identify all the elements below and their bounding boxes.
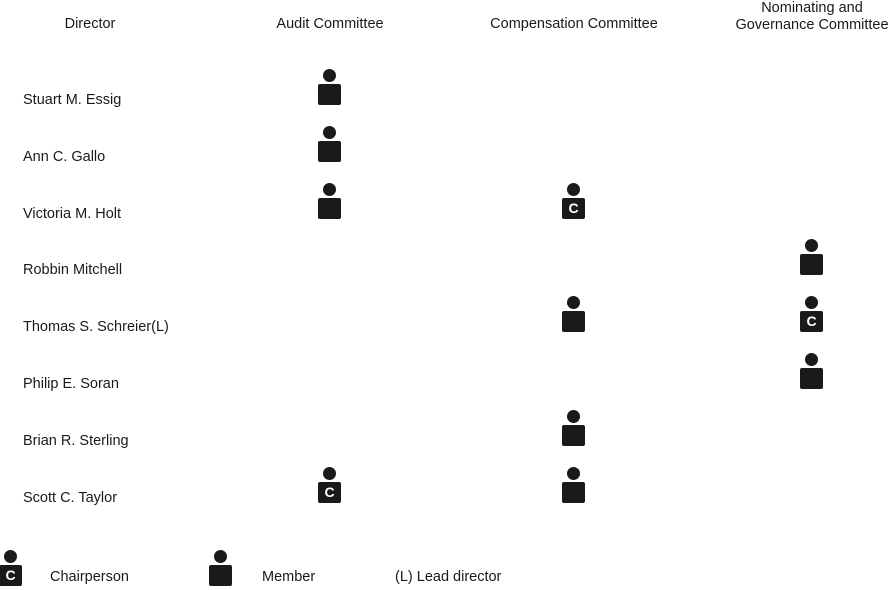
member-icon (317, 125, 343, 166)
person-head (805, 353, 818, 366)
director-row: Scott C. Taylor C (0, 466, 889, 523)
compensation-committee-cell (561, 296, 587, 336)
person-head (323, 182, 336, 196)
member-icon (317, 69, 343, 109)
member-icon (561, 409, 587, 450)
person-body (209, 565, 232, 586)
compensation-committee-cell (561, 466, 587, 507)
header-director: Director (64, 16, 116, 32)
compensation-committee-cell (561, 409, 587, 450)
header-nominating-line2: Governance Committee (735, 17, 889, 33)
legend-chairperson-label: Chairperson (50, 569, 129, 585)
person-body (562, 424, 585, 446)
audit-committee-cell (317, 125, 343, 166)
chair-letter: C (562, 197, 585, 219)
chairperson-icon: C (799, 296, 825, 336)
compensation-committee-cell: C (561, 182, 587, 223)
person-body (562, 311, 585, 333)
person-head (567, 409, 580, 423)
person-head (567, 466, 580, 480)
person-body (800, 254, 823, 276)
person-head (567, 182, 580, 196)
audit-committee-cell: C (317, 466, 343, 507)
director-name: Scott C. Taylor (23, 489, 118, 506)
person-body (318, 84, 341, 105)
director-row: Thomas S. Schreier(L) C (0, 296, 889, 352)
header-compensation-committee: Compensation Committee (490, 16, 658, 32)
director-row: Brian R. Sterling (0, 409, 889, 466)
nominating-committee-cell (799, 353, 825, 393)
director-name: Philip E. Soran (23, 376, 119, 392)
person-body (318, 197, 341, 219)
person-body (562, 481, 585, 503)
person-head (323, 466, 336, 480)
chairperson-icon: C (0, 550, 24, 590)
nominating-committee-cell: C (799, 296, 825, 336)
header-nominating-governance-committee: Nominating and Governance Committee (722, 0, 889, 34)
person-body (318, 140, 341, 162)
director-row: Philip E. Soran (0, 353, 889, 409)
chair-letter: C (0, 565, 22, 586)
legend-lead-director-label: (L) Lead director (395, 569, 502, 585)
director-row: Ann C. Gallo (0, 125, 889, 182)
person-body (800, 368, 823, 389)
chair-letter: C (318, 481, 341, 503)
director-name: Brian R. Sterling (23, 432, 129, 449)
member-icon (561, 466, 587, 507)
legend: C Chairperson Member (L) Lead director (0, 550, 889, 590)
person-head (567, 296, 580, 310)
director-row: Victoria M. Holt C (0, 182, 889, 239)
member-icon (208, 550, 234, 590)
header-nominating-line1: Nominating and (761, 0, 863, 16)
director-row: Stuart M. Essig (0, 69, 889, 125)
director-name: Thomas S. Schreier(L) (23, 319, 169, 336)
audit-committee-cell (317, 69, 343, 109)
audit-committee-cell (317, 182, 343, 223)
director-name: Robbin Mitchell (23, 262, 123, 279)
director-name: Victoria M. Holt (23, 205, 122, 222)
person-head (805, 296, 818, 310)
member-icon (799, 239, 825, 279)
director-name: Ann C. Gallo (23, 148, 106, 165)
person-head (4, 550, 17, 563)
director-row: Robbin Mitchell (0, 239, 889, 295)
person-head (214, 550, 227, 563)
legend-member-label: Member (262, 569, 316, 585)
member-icon (317, 182, 343, 223)
member-icon (799, 353, 825, 393)
person-head (323, 125, 336, 139)
person-head (805, 239, 818, 253)
nominating-committee-cell (799, 239, 825, 279)
person-head (323, 69, 336, 82)
header-audit-committee: Audit Committee (276, 16, 384, 32)
chair-letter: C (800, 311, 823, 333)
chairperson-icon: C (317, 466, 343, 507)
director-name: Stuart M. Essig (23, 92, 122, 108)
chairperson-icon: C (561, 182, 587, 223)
member-icon (561, 296, 587, 336)
